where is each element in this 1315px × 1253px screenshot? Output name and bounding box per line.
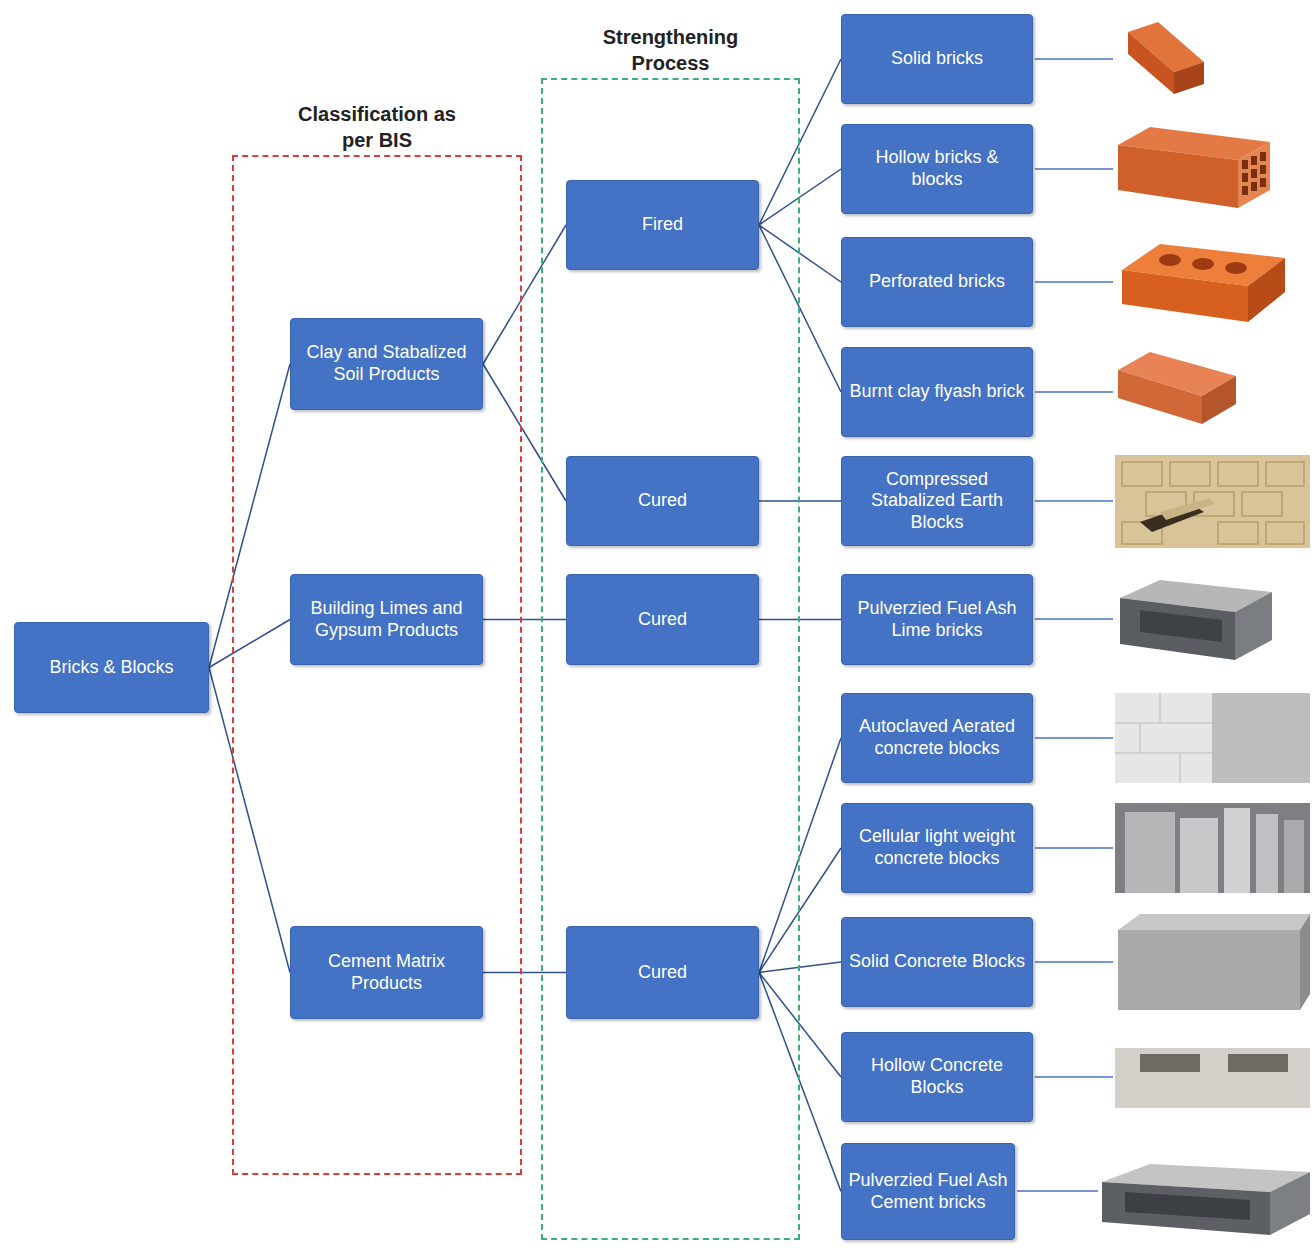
flyash-brick-picture [1118,352,1236,424]
classification-region: Classification as per BISClay and Stabal… [232,155,522,1175]
product-box: Pulverzied Fuel Ash Cement bricks [841,1143,1015,1240]
connector-line [483,972,566,974]
connector-line [483,225,566,364]
solid-brick-picture [1128,22,1204,94]
connector-line [759,500,841,502]
connector-line [759,738,841,973]
region-heading: Strengthening Process [586,24,756,76]
box-label: Cured [573,490,752,512]
box-label: Solid Concrete Blocks [848,951,1026,973]
product-box: Perforated bricks [841,237,1033,327]
box-label: Burnt clay flyash brick [848,381,1026,403]
solid-concrete-block-picture [1118,914,1310,1010]
product-box: Autoclaved Aerated concrete blocks [841,693,1033,783]
connector-line [759,225,841,282]
box-label: Building Limes and Gypsum Products [297,598,476,641]
product-box: Solid bricks [841,14,1033,104]
connector-line [759,59,841,225]
category-box: Clay and Stabalized Soil Products [290,318,483,410]
fly-ash-lime-brick-picture [1120,580,1272,660]
connector-line [483,364,566,501]
product-box: Cellular light weight concrete blocks [841,803,1033,893]
connector-line [759,619,841,621]
connector-line [759,225,841,392]
hollow-concrete-block-picture [1115,1048,1310,1108]
process-box: Cured [566,574,759,665]
perforated-brick-picture [1122,244,1285,322]
connector-line [759,848,841,973]
product-box: Compressed Stabalized Earth Blocks [841,456,1033,546]
product-box: Hollow Concrete Blocks [841,1032,1033,1122]
connector-line [209,668,290,973]
category-box: Building Limes and Gypsum Products [290,574,483,665]
hollow-brick-picture [1118,127,1270,208]
box-label: Perforated bricks [848,271,1026,293]
fly-ash-cement-brick-picture [1102,1164,1310,1235]
box-label: Cement Matrix Products [297,951,476,994]
earth-block-photo [1115,455,1310,548]
box-label: Pulverzied Fuel Ash Cement bricks [848,1170,1008,1213]
process-box: Cured [566,456,759,546]
process-box: Cured [566,926,759,1019]
connector-line [209,620,290,668]
product-box: Hollow bricks & blocks [841,124,1033,214]
box-label: Bricks & Blocks [21,657,202,679]
box-label: Fired [573,214,752,236]
process-box: Fired [566,180,759,270]
connector-line [759,973,841,1078]
box-label: Compressed Stabalized Earth Blocks [848,469,1026,534]
aac-block-photo [1115,693,1310,783]
box-label: Cured [573,962,752,984]
connector-line [759,973,841,1192]
product-box: Burnt clay flyash brick [841,347,1033,437]
box-label: Hollow bricks & blocks [848,147,1026,190]
connector-line [759,169,841,225]
box-label: Cured [573,609,752,631]
box-label: Pulverzied Fuel Ash Lime bricks [848,598,1026,641]
connector-line [209,364,290,668]
category-box: Cement Matrix Products [290,926,483,1019]
box-label: Hollow Concrete Blocks [848,1055,1026,1098]
box-label: Cellular light weight concrete blocks [848,826,1026,869]
box-label: Autoclaved Aerated concrete blocks [848,716,1026,759]
process-region: Strengthening ProcessFiredCuredCuredCure… [541,78,800,1240]
root-box: Bricks & Blocks [14,622,209,713]
cellular-block-photo [1115,803,1310,893]
box-label: Clay and Stabalized Soil Products [297,342,476,385]
region-heading: Classification as per BIS [292,101,462,153]
product-box: Solid Concrete Blocks [841,917,1033,1007]
box-label: Solid bricks [848,48,1026,70]
connector-line [759,962,841,973]
product-box: Pulverzied Fuel Ash Lime bricks [841,574,1033,665]
connector-line [483,619,566,621]
